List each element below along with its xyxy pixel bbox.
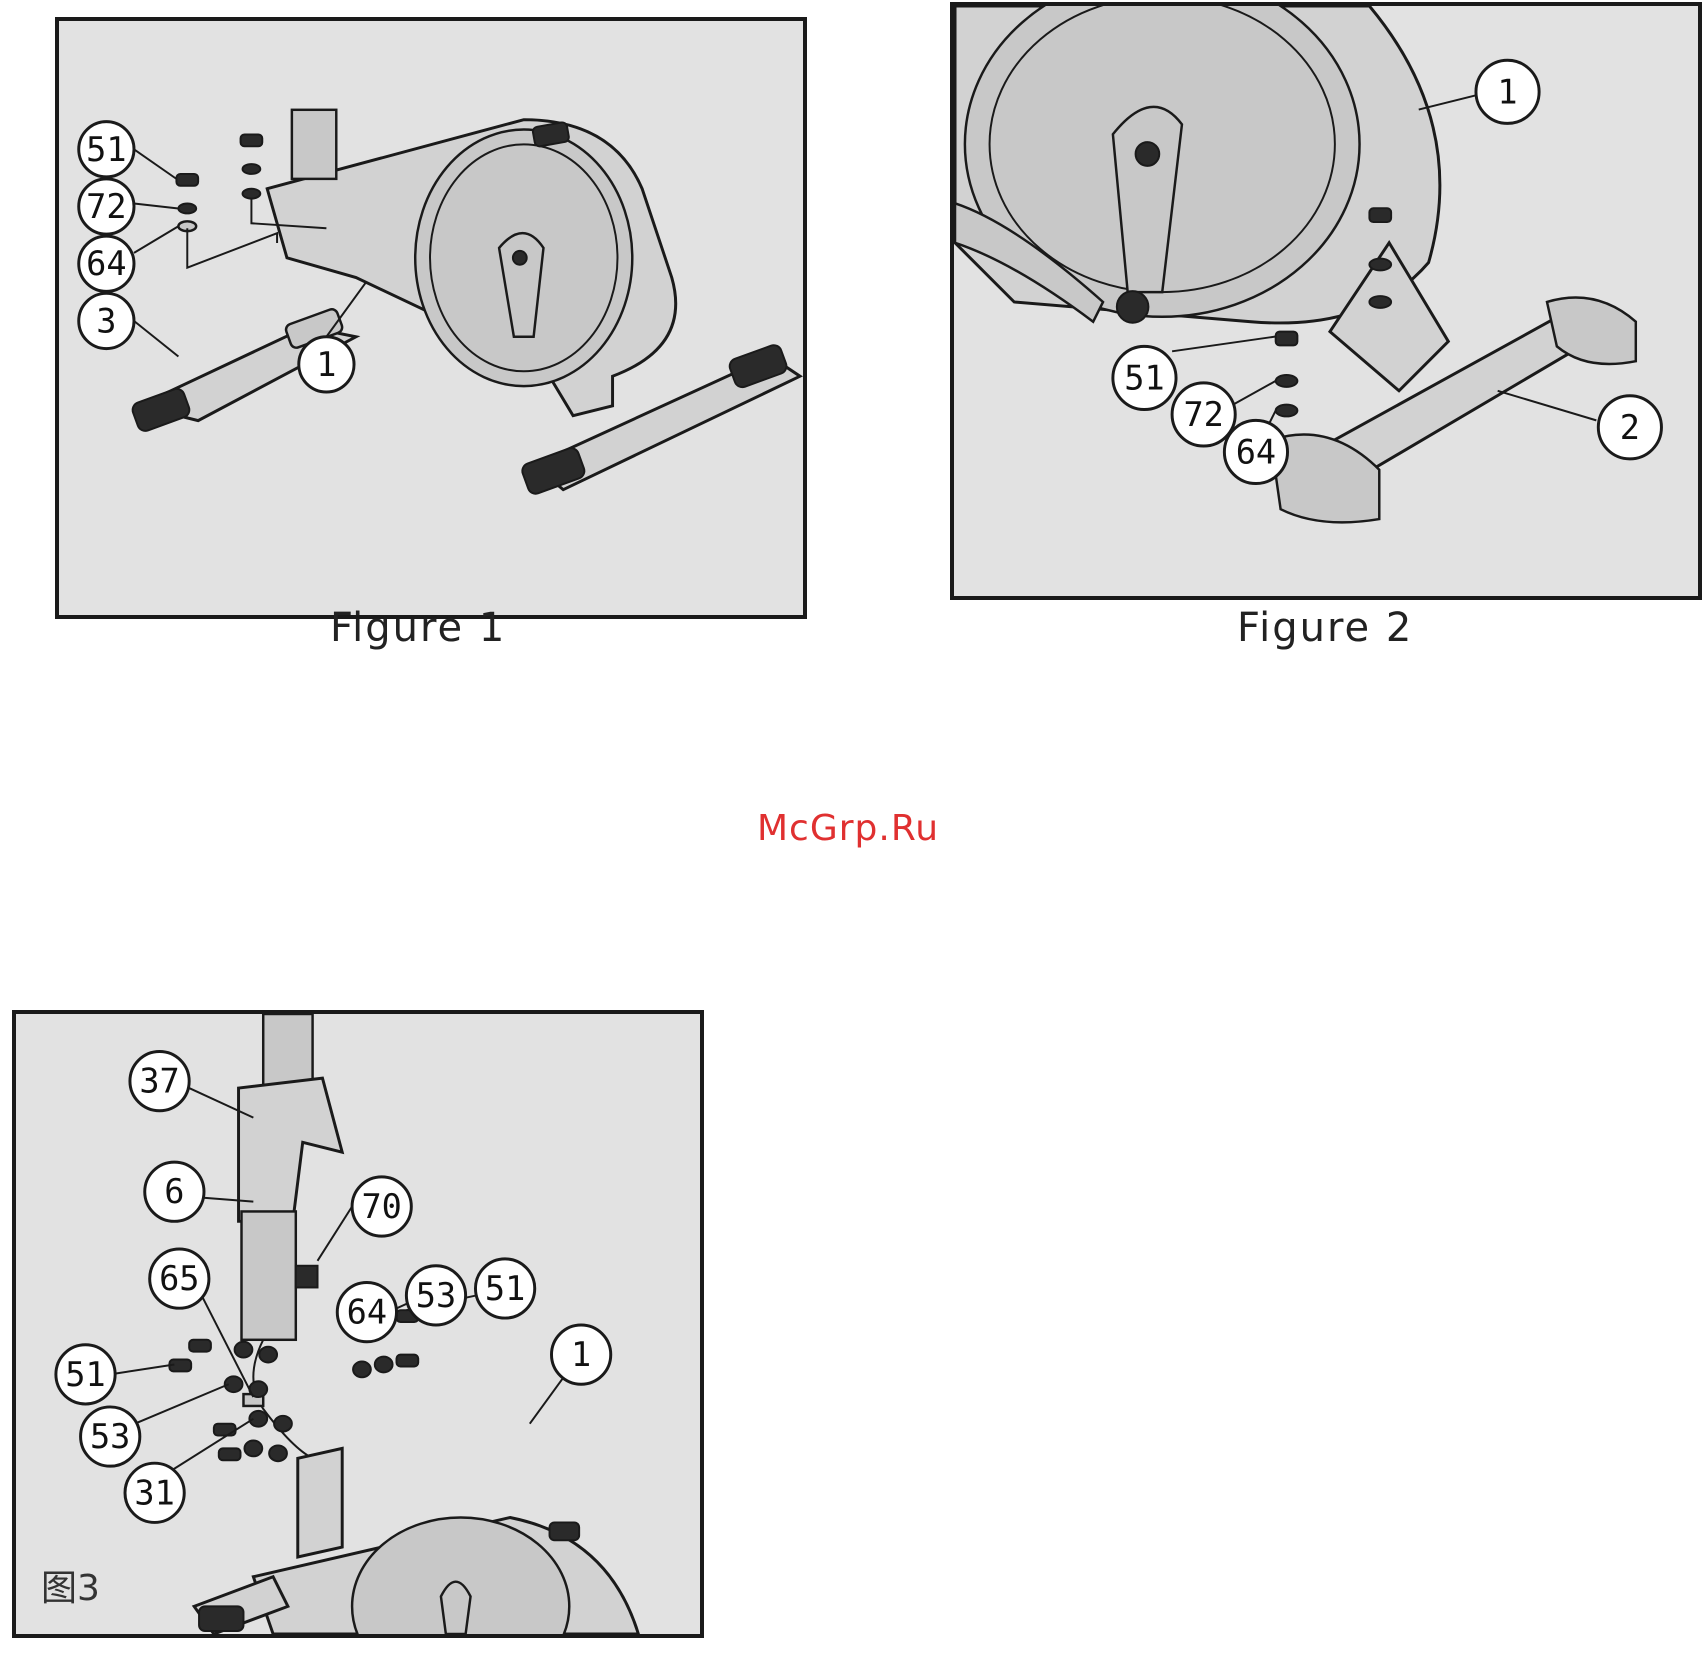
- svg-text:51: 51: [485, 1269, 525, 1308]
- callout-51-right: 51: [475, 1259, 534, 1318]
- callout-53-right: 53: [406, 1266, 465, 1325]
- svg-text:72: 72: [86, 187, 126, 226]
- callout-51: 51: [1113, 346, 1176, 409]
- upright-cover-37: [239, 1078, 343, 1221]
- svg-text:1: 1: [316, 345, 336, 384]
- svg-text:2: 2: [1620, 408, 1640, 447]
- callout-64: 64: [79, 236, 134, 291]
- callout-72: 72: [1172, 383, 1235, 446]
- callout-31: 31: [125, 1463, 184, 1522]
- callout-72: 72: [79, 179, 134, 234]
- callout-51: 51: [79, 122, 134, 177]
- front-end-cap: [520, 446, 586, 496]
- figure-3-label: 图3: [41, 1559, 100, 1611]
- figure-3-drawing: 37 6 70 65 64 53 51 51 53 31 1: [16, 1014, 700, 1634]
- svg-text:3: 3: [96, 301, 116, 340]
- figure-1-drawing: 51 72 64 3 1: [59, 21, 803, 615]
- svg-text:53: 53: [416, 1276, 456, 1315]
- callout-51-left: 51: [56, 1345, 115, 1404]
- figure-1-panel: 51 72 64 3 1: [55, 17, 807, 619]
- figure-2-panel: 1 51 72 64 2: [950, 2, 1702, 600]
- svg-text:65: 65: [159, 1259, 199, 1298]
- svg-text:1: 1: [1497, 72, 1517, 111]
- watermark: McGrp.Ru: [757, 808, 939, 849]
- callout-1-fig3: 1: [552, 1325, 611, 1384]
- callout-64: 64: [1224, 420, 1287, 483]
- upright-stub: [292, 110, 336, 179]
- callout-65: 65: [150, 1249, 209, 1308]
- svg-text:1: 1: [571, 1335, 591, 1374]
- svg-text:64: 64: [1236, 432, 1276, 471]
- svg-text:72: 72: [1183, 395, 1223, 434]
- callout-6: 6: [145, 1162, 204, 1221]
- frame-bracket: [298, 1448, 342, 1557]
- figure-2-caption: Figure 2: [1237, 605, 1413, 651]
- upright-tube-6: [242, 1211, 296, 1339]
- callout-3: 3: [79, 293, 134, 348]
- callout-70: 70: [352, 1177, 411, 1236]
- svg-text:6: 6: [164, 1172, 184, 1211]
- svg-text:51: 51: [86, 130, 126, 169]
- svg-text:51: 51: [1124, 358, 1164, 397]
- callout-2: 2: [1598, 396, 1661, 459]
- callout-37: 37: [130, 1052, 189, 1111]
- callout-1: 1: [1476, 60, 1539, 123]
- svg-text:64: 64: [347, 1293, 387, 1332]
- callout-1: 1: [299, 337, 354, 392]
- svg-text:53: 53: [90, 1417, 130, 1456]
- figure-1-caption: Figure 1: [330, 605, 506, 651]
- knob-70: [296, 1266, 318, 1288]
- svg-text:64: 64: [86, 244, 126, 283]
- callout-53-left: 53: [81, 1407, 140, 1466]
- svg-text:37: 37: [139, 1062, 179, 1101]
- svg-text:70: 70: [361, 1187, 401, 1226]
- figure-2-drawing: 1 51 72 64 2: [954, 6, 1698, 596]
- rear-end-cap: [130, 387, 191, 433]
- callout-64-fig3: 64: [337, 1283, 396, 1342]
- svg-text:31: 31: [134, 1473, 174, 1512]
- svg-text:51: 51: [65, 1355, 105, 1394]
- figure-3-panel: 37 6 70 65 64 53 51 51 53 31 1: [12, 1010, 704, 1638]
